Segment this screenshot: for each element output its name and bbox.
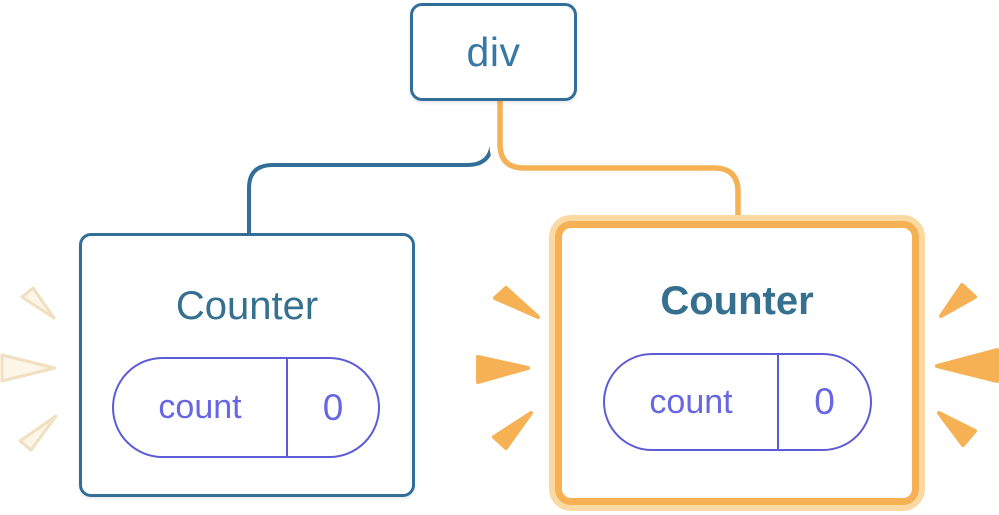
counter-node-left: Counter count 0 <box>79 233 415 497</box>
edge-root-to-left-counter <box>247 101 494 235</box>
root-node-label: div <box>466 28 521 75</box>
state-value: 0 <box>322 386 344 428</box>
burst-icon <box>492 411 533 450</box>
state-key: count <box>114 359 288 456</box>
burst-group-right-counter-left <box>476 286 540 450</box>
state-key: count <box>605 355 779 449</box>
burst-icon <box>493 286 540 319</box>
burst-icon <box>18 414 58 452</box>
burst-icon <box>20 286 56 320</box>
edge-root-to-right-counter-casing <box>489 100 749 222</box>
state-value: 0 <box>814 381 835 422</box>
burst-icon <box>937 411 977 447</box>
burst-icon <box>0 353 57 383</box>
burst-icon <box>935 348 999 383</box>
counter-node-right-highlighted: Counter count 0 <box>555 221 919 505</box>
counter-title: Counter <box>175 284 319 328</box>
burst-group-right-counter-right <box>935 283 999 447</box>
root-node-div: div <box>410 3 577 101</box>
state-pill: count 0 <box>112 357 380 458</box>
burst-icon <box>939 283 977 318</box>
edge-root-to-right-counter <box>497 100 741 222</box>
state-pill: count 0 <box>603 353 872 451</box>
counter-title: Counter <box>660 279 814 323</box>
burst-icon <box>476 355 530 384</box>
burst-group-left-counter <box>0 286 58 452</box>
